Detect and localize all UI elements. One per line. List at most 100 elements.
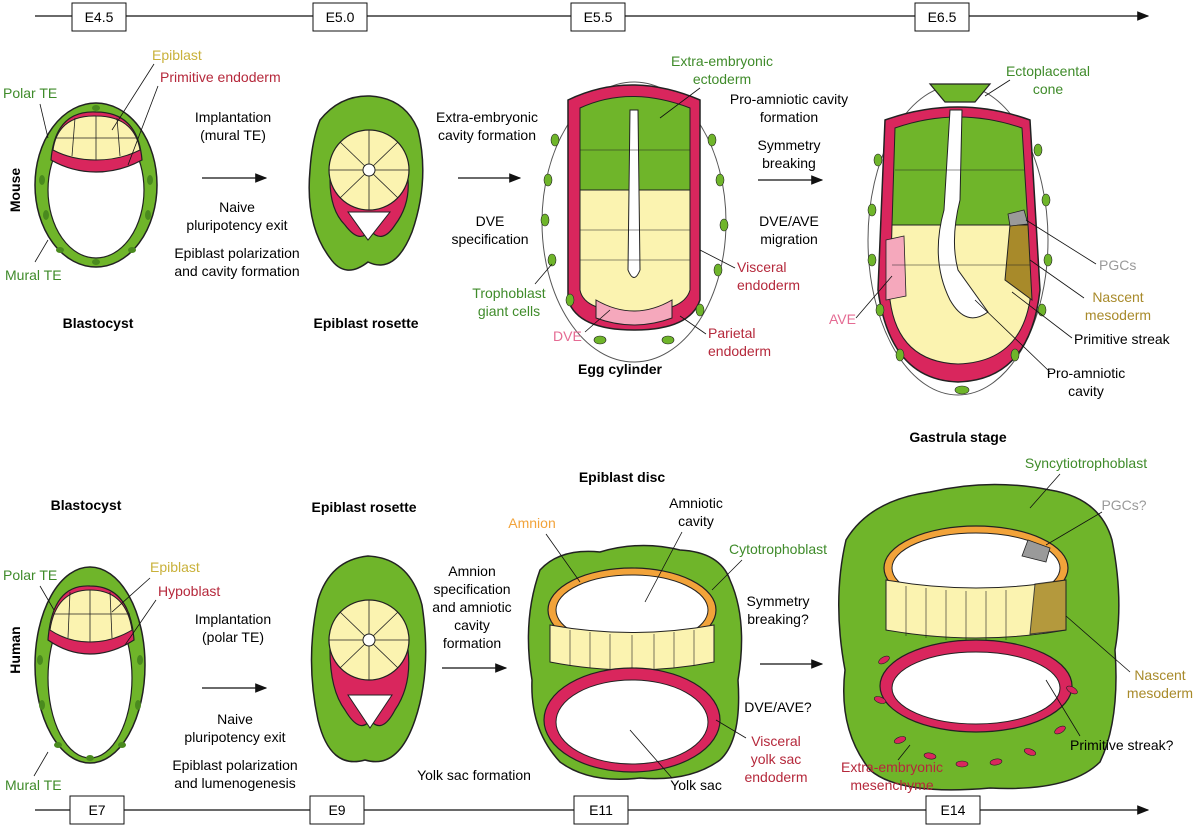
species-label-human: Human — [7, 626, 23, 673]
svg-text:E4.5: E4.5 — [85, 9, 114, 25]
human-step3: Symmetry breaking? DVE/AVE? — [744, 593, 824, 715]
human-tick-e7: E7 — [69, 795, 125, 825]
label-mouse-pgcs: PGCs — [1099, 257, 1136, 273]
svg-text:Yolk sac formation: Yolk sac formation — [417, 767, 531, 783]
svg-text:(mural TE): (mural TE) — [200, 127, 266, 143]
svg-text:and cavity formation: and cavity formation — [174, 263, 299, 279]
mouse-egg-cylinder — [540, 81, 729, 363]
label-extra-embryonic-mesenchyme-1: Extra-embryonic — [841, 759, 943, 775]
mouse-step1: Implantation (mural TE) Naive pluripoten… — [174, 109, 299, 279]
label-mouse-nascent-mesoderm-1: Nascent — [1092, 289, 1143, 305]
label-mouse-primitive-streak: Primitive streak — [1074, 331, 1171, 347]
svg-text:Amnion: Amnion — [448, 563, 495, 579]
mouse-tick-e5-0: E5.0 — [312, 2, 368, 32]
label-human-mural-te: Mural TE — [5, 777, 62, 793]
label-human-pgcs: PGCs? — [1101, 497, 1146, 513]
label-parietal-endoderm-2: endoderm — [708, 343, 771, 359]
mouse-blastocyst-nuclei — [39, 105, 153, 265]
human-tick-e9: E9 — [309, 795, 365, 825]
label-amniotic-cavity-1: Amniotic — [669, 495, 723, 511]
human-step1: Implantation (polar TE) Naive pluripoten… — [172, 611, 297, 791]
svg-text:E9: E9 — [328, 802, 345, 818]
label-human-nascent-mesoderm-2: mesoderm — [1127, 685, 1193, 701]
label-parietal-endoderm-1: Parietal — [708, 325, 755, 341]
label-amnion: Amnion — [508, 515, 555, 531]
extra-embryonic-mesenchyme-cells — [873, 655, 1078, 768]
title-human-blastocyst: Blastocyst — [51, 497, 122, 513]
svg-text:DVE: DVE — [476, 213, 505, 229]
label-visceral-endoderm-1: Visceral — [737, 259, 787, 275]
label-ectoplacental-cone-1: Ectoplacental — [1006, 63, 1090, 79]
svg-text:DVE/AVE: DVE/AVE — [759, 213, 819, 229]
svg-text:breaking?: breaking? — [747, 611, 809, 627]
mouse-gastrula — [867, 83, 1053, 396]
svg-text:Naive: Naive — [217, 711, 253, 727]
label-mouse-epiblast: Epiblast — [152, 47, 202, 63]
human-tick-e14: E14 — [925, 795, 981, 825]
label-human-polar-te: Polar TE — [3, 567, 57, 583]
mouse-tick-e4-5: E4.5 — [71, 2, 127, 32]
svg-text:formation: formation — [760, 109, 818, 125]
mouse-epiblast-rosette — [308, 95, 424, 271]
label-dve: DVE — [553, 328, 582, 344]
svg-text:Symmetry: Symmetry — [758, 137, 821, 153]
label-mouse-mural-te: Mural TE — [5, 267, 62, 283]
label-hypoblast: Hypoblast — [158, 583, 220, 599]
svg-text:Implantation: Implantation — [195, 611, 271, 627]
svg-text:E6.5: E6.5 — [928, 9, 957, 25]
svg-text:cavity formation: cavity formation — [438, 127, 536, 143]
svg-text:formation: formation — [443, 635, 501, 651]
svg-text:Naive: Naive — [219, 199, 255, 215]
human-gastrula — [838, 483, 1120, 791]
title-gastrula-stage: Gastrula stage — [909, 429, 1006, 445]
svg-text:E5.5: E5.5 — [584, 9, 613, 25]
svg-text:and lumenogenesis: and lumenogenesis — [174, 775, 295, 791]
svg-text:cavity: cavity — [454, 617, 490, 633]
title-epiblast-disc: Epiblast disc — [579, 469, 666, 485]
label-trophoblast-giant-cells-2: giant cells — [478, 303, 540, 319]
title-mouse-blastocyst: Blastocyst — [63, 315, 134, 331]
label-extra-embryonic-ectoderm-2: ectoderm — [693, 71, 751, 87]
human-timeline: E7 E9 E11 E14 — [35, 795, 1150, 825]
species-label-mouse: Mouse — [7, 168, 23, 213]
svg-text:Extra-embryonic: Extra-embryonic — [436, 109, 538, 125]
label-visceral-yolk-sac-endoderm-2: yolk sac — [751, 751, 802, 767]
label-human-nascent-mesoderm-1: Nascent — [1134, 667, 1185, 683]
trophoblast-giant-cells — [540, 133, 729, 345]
svg-text:E11: E11 — [589, 802, 613, 818]
label-syncytiotrophoblast: Syncytiotrophoblast — [1025, 455, 1147, 471]
svg-text:DVE/AVE?: DVE/AVE? — [744, 699, 812, 715]
svg-text:E7: E7 — [88, 802, 105, 818]
mouse-step2: Extra-embryonic cavity formation DVE spe… — [436, 109, 538, 247]
svg-text:specification: specification — [451, 231, 528, 247]
human-blastocyst — [34, 566, 146, 764]
label-extra-embryonic-ectoderm-1: Extra-embryonic — [671, 53, 773, 69]
label-visceral-yolk-sac-endoderm-3: endoderm — [744, 769, 807, 785]
mouse-tick-e5-5: E5.5 — [570, 2, 626, 32]
human-epiblast-rosette — [310, 555, 427, 763]
title-human-epiblast-rosette: Epiblast rosette — [311, 499, 416, 515]
svg-text:Implantation: Implantation — [195, 109, 271, 125]
title-mouse-epiblast-rosette: Epiblast rosette — [313, 315, 418, 331]
mouse-timeline: E4.5 E5.0 E5.5 E6.5 — [35, 2, 1150, 32]
label-pro-amniotic-cavity-1: Pro-amniotic — [1047, 365, 1126, 381]
title-egg-cylinder: Egg cylinder — [578, 361, 663, 377]
label-human-primitive-streak: Primitive streak? — [1070, 737, 1174, 753]
svg-text:E5.0: E5.0 — [326, 9, 355, 25]
label-extra-embryonic-mesenchyme-2: mesenchyme — [850, 777, 933, 793]
label-mouse-primitive-endoderm: Primitive endoderm — [160, 69, 281, 85]
mouse-tick-e6-5: E6.5 — [914, 2, 970, 32]
svg-text:migration: migration — [760, 231, 818, 247]
svg-text:pluripotency exit: pluripotency exit — [184, 729, 285, 745]
human-tick-e11: E11 — [573, 795, 629, 825]
mouse-blastocyst — [34, 102, 158, 268]
svg-text:and amniotic: and amniotic — [432, 599, 511, 615]
mouse-step3: Pro-amniotic cavity formation Symmetry b… — [730, 91, 848, 247]
label-yolk-sac: Yolk sac — [670, 777, 722, 793]
label-human-epiblast: Epiblast — [150, 559, 200, 575]
label-cytotrophoblast: Cytotrophoblast — [729, 541, 827, 557]
svg-text:Pro-amniotic cavity: Pro-amniotic cavity — [730, 91, 848, 107]
label-ave: AVE — [829, 311, 856, 327]
label-visceral-yolk-sac-endoderm-1: Visceral — [751, 733, 801, 749]
label-amniotic-cavity-2: cavity — [678, 513, 714, 529]
